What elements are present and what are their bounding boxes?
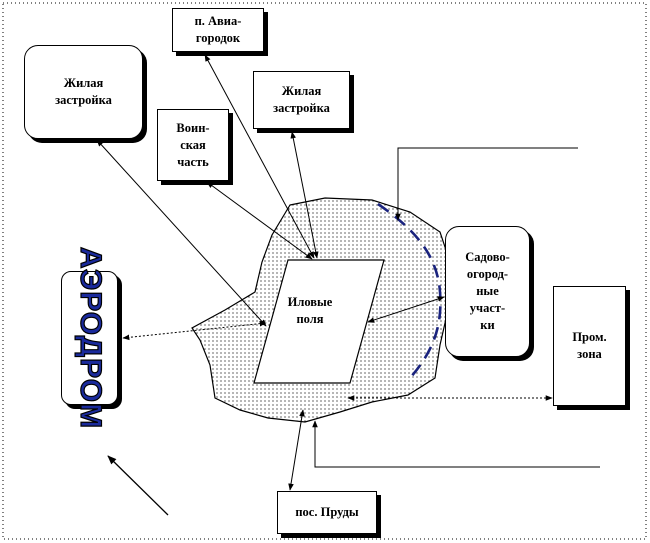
sludge-fields-shape xyxy=(253,259,385,384)
arrow-top-right xyxy=(395,147,578,221)
arrow-residential-left xyxy=(96,139,267,327)
box-residential-left: Жилая застройка xyxy=(24,45,143,139)
arrow-bottom-right xyxy=(312,420,600,468)
box-gardens: Садово- огород- ные участ- ки xyxy=(445,226,530,357)
label-sludge-fields: Иловые поля xyxy=(287,295,333,326)
aerodrome-label: АЭРОДРОМ xyxy=(73,246,107,430)
box-military: Воин- ская часть xyxy=(157,109,229,181)
arrow-north xyxy=(107,455,169,516)
box-aviagorodok: п. Авиа- городок xyxy=(172,8,264,52)
box-prudy: пос. Пруды xyxy=(277,491,377,534)
box-industrial: Пром. зона xyxy=(553,286,626,406)
box-residential-top: Жилая застройка xyxy=(253,71,350,129)
dashed-boundary xyxy=(377,202,442,379)
box-aerodrome: АЭРОДРОМ xyxy=(61,246,118,430)
arrow-prudy xyxy=(288,409,305,491)
arrow-gardens xyxy=(367,296,445,323)
